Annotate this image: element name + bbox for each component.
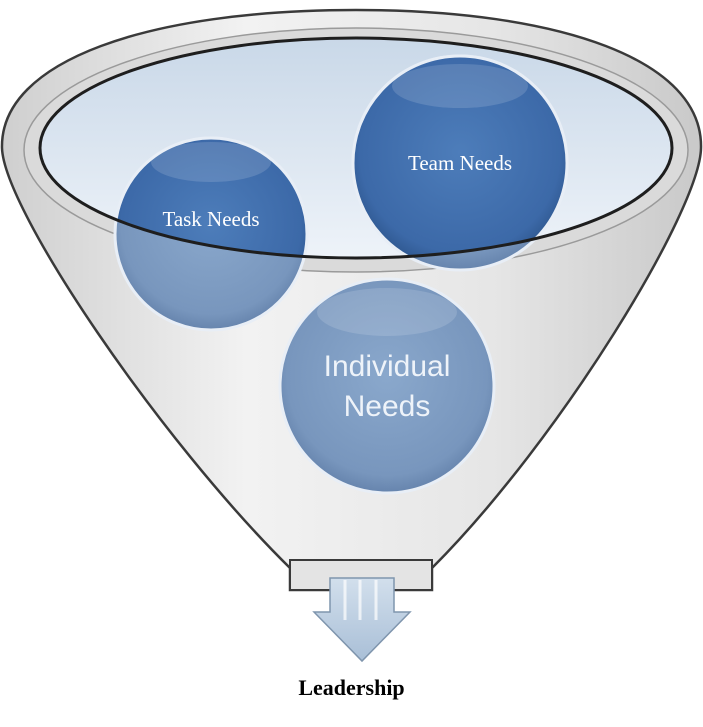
team-needs-circle: Team Needs [351, 54, 569, 272]
leadership-caption: Leadership [298, 675, 405, 700]
down-arrow-icon [312, 577, 412, 663]
individual-needs-label-line1: Individual [324, 350, 451, 383]
task-needs-circle: Task Needs [113, 136, 309, 332]
individual-needs-circle: Individual Needs [278, 277, 496, 495]
team-needs-label: Team Needs [408, 151, 512, 175]
task-needs-label: Task Needs [162, 207, 259, 231]
individual-needs-label-line2: Needs [344, 390, 431, 423]
funnel-rim-outline [38, 36, 674, 260]
